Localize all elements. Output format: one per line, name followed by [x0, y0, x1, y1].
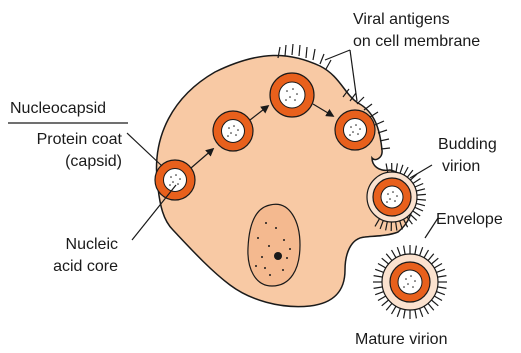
envelope-spike	[436, 269, 445, 272]
envelope-spike	[420, 308, 423, 317]
envelope-spike	[417, 199, 426, 200]
envelope-spike	[428, 254, 434, 261]
label-envelope: Envelope	[436, 211, 503, 228]
envelope-spike	[375, 292, 384, 295]
envelope-spike	[392, 306, 397, 314]
nucleus	[248, 204, 300, 286]
label-mature-virion: Mature virion	[355, 331, 447, 348]
envelope-spike	[400, 165, 403, 174]
envelope-spike	[415, 184, 423, 188]
envelope-spike	[434, 264, 442, 269]
envelope-spike	[397, 308, 400, 317]
envelope-spike	[420, 247, 423, 256]
envelope-spike	[434, 296, 442, 301]
nucleocapsid-1	[155, 160, 195, 200]
label-protein-coat-2: (capsid)	[65, 153, 122, 170]
envelope-spike	[428, 303, 434, 310]
label-nucleic-1: Nucleic	[66, 236, 118, 253]
envelope-spike	[413, 211, 421, 216]
nucleocapsid-4	[335, 110, 375, 150]
label-viral-antigens-1: Viral antigens	[353, 11, 450, 28]
envelope-spike	[382, 300, 389, 306]
envelope-spike	[404, 246, 406, 255]
label-budding-1: Budding	[438, 136, 497, 153]
envelope-spike	[410, 214, 417, 220]
envelope-spike	[413, 179, 421, 184]
envelope-spike	[386, 254, 392, 261]
label-viral-antigens-2: on cell membrane	[353, 33, 480, 50]
envelope-spike	[386, 303, 392, 310]
envelope-spike	[438, 287, 447, 289]
envelope-spike	[374, 287, 383, 289]
envelope-spike	[404, 310, 406, 319]
envelope-spike	[397, 247, 400, 256]
envelope-spike	[415, 310, 417, 319]
nucleocapsid-2	[213, 111, 253, 151]
envelope-spike	[375, 269, 384, 272]
envelope-spike	[392, 250, 397, 258]
envelope-spike	[431, 258, 438, 264]
nucleolus	[274, 252, 282, 260]
nucleocapsid-3	[270, 73, 314, 117]
envelope-spike	[417, 194, 426, 195]
envelope-spike	[382, 258, 389, 264]
envelope-spike	[416, 189, 425, 191]
envelope-spike	[415, 246, 417, 255]
label-protein-coat-1: Protein coat	[37, 131, 123, 148]
envelope-spike	[378, 296, 386, 301]
envelope-spike	[416, 203, 425, 205]
envelope-spike	[374, 276, 383, 278]
envelope-spike	[415, 207, 423, 211]
envelope-spike	[424, 306, 429, 314]
label-budding-2: virion	[442, 158, 480, 175]
mature-virion	[373, 245, 447, 319]
envelope-spike	[396, 163, 397, 172]
label-nucleic-2: acid core	[53, 258, 118, 275]
label-nucleocapsid: Nucleocapsid	[10, 100, 106, 117]
envelope-spike	[378, 264, 386, 269]
envelope-spike	[431, 300, 438, 306]
envelope-spike	[404, 167, 408, 175]
envelope-spike	[424, 250, 429, 258]
envelope-spike	[436, 292, 445, 295]
envelope-spike	[438, 276, 447, 278]
